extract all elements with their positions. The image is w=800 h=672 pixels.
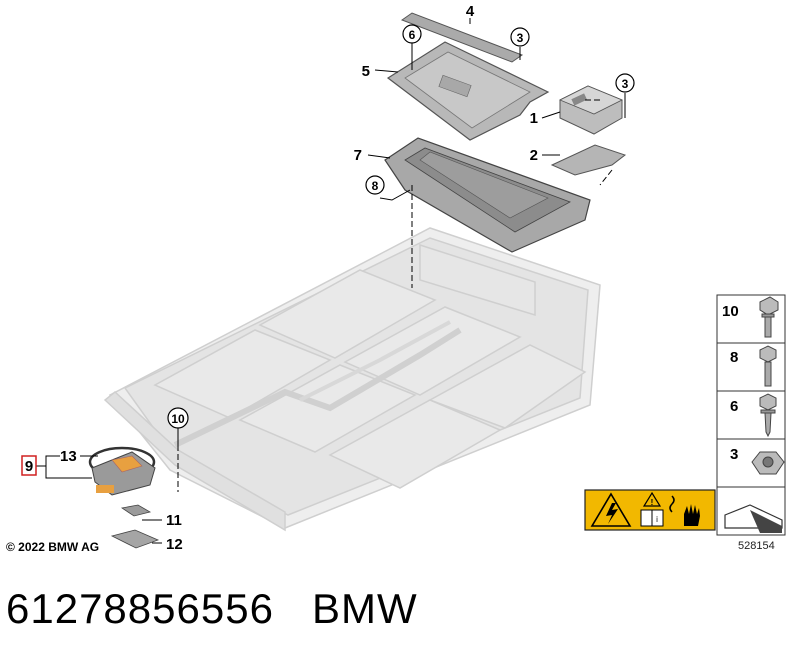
caution-manual-icon: ! i (640, 491, 664, 527)
legend-6: 6 (730, 398, 738, 415)
bar-part (400, 12, 524, 63)
callout-2: 2 (530, 147, 538, 164)
part-number-line: 61278856556 BMW (6, 585, 418, 633)
battery-tray (103, 227, 601, 532)
cover-small-part (110, 529, 160, 549)
part-number: 61278856556 (6, 585, 274, 632)
copyright-text: © 2022 BMW AG (6, 540, 100, 554)
control-unit-part (559, 85, 623, 135)
callout-11: 11 (166, 512, 182, 529)
callout-5: 5 (362, 63, 370, 80)
callout-3-right: 3 (622, 77, 629, 91)
callout-12: 12 (166, 536, 183, 553)
callout-3-top: 3 (517, 31, 524, 45)
callout-labels: 4 6 3 5 3 1 2 7 8 10 9 13 11 12 (21, 3, 635, 553)
bolt-flange-icon (759, 296, 779, 338)
cover-plate-part (386, 41, 550, 141)
callout-13: 13 (60, 448, 77, 465)
plug-part (120, 504, 152, 517)
legend-10: 10 (722, 303, 739, 320)
nut-icon (751, 451, 785, 475)
callout-4: 4 (466, 3, 475, 20)
legend-3: 3 (730, 446, 738, 463)
fastener-legend: 10 8 6 3 (716, 294, 786, 536)
frame-part (384, 137, 591, 253)
hand-shock-icon (669, 495, 700, 526)
callout-7: 7 (354, 147, 362, 164)
brand-name: BMW (311, 585, 418, 632)
electric-hazard-icon (590, 492, 632, 527)
diagram-reference-number: 528154 (738, 540, 775, 552)
screw-icon (759, 393, 777, 438)
solid-lines (36, 18, 626, 544)
arrow-ramp-icon (724, 504, 783, 533)
callout-9: 9 (25, 458, 33, 475)
connector-assembly-part (88, 446, 156, 496)
parts-diagram: 4 6 3 5 3 1 2 7 8 10 9 13 11 12 10 (21, 3, 786, 553)
svg-text:!: ! (651, 498, 654, 507)
svg-text:i: i (656, 515, 658, 524)
callout-8: 8 (372, 179, 379, 193)
bolt-hex-icon (759, 345, 777, 387)
callout-1: 1 (530, 110, 538, 127)
callout-6: 6 (409, 28, 416, 42)
warning-label: ! i (584, 489, 716, 531)
leader-lines (177, 99, 613, 492)
callout-10: 10 (171, 412, 185, 426)
legend-8: 8 (730, 349, 738, 366)
bracket-part (550, 144, 627, 176)
